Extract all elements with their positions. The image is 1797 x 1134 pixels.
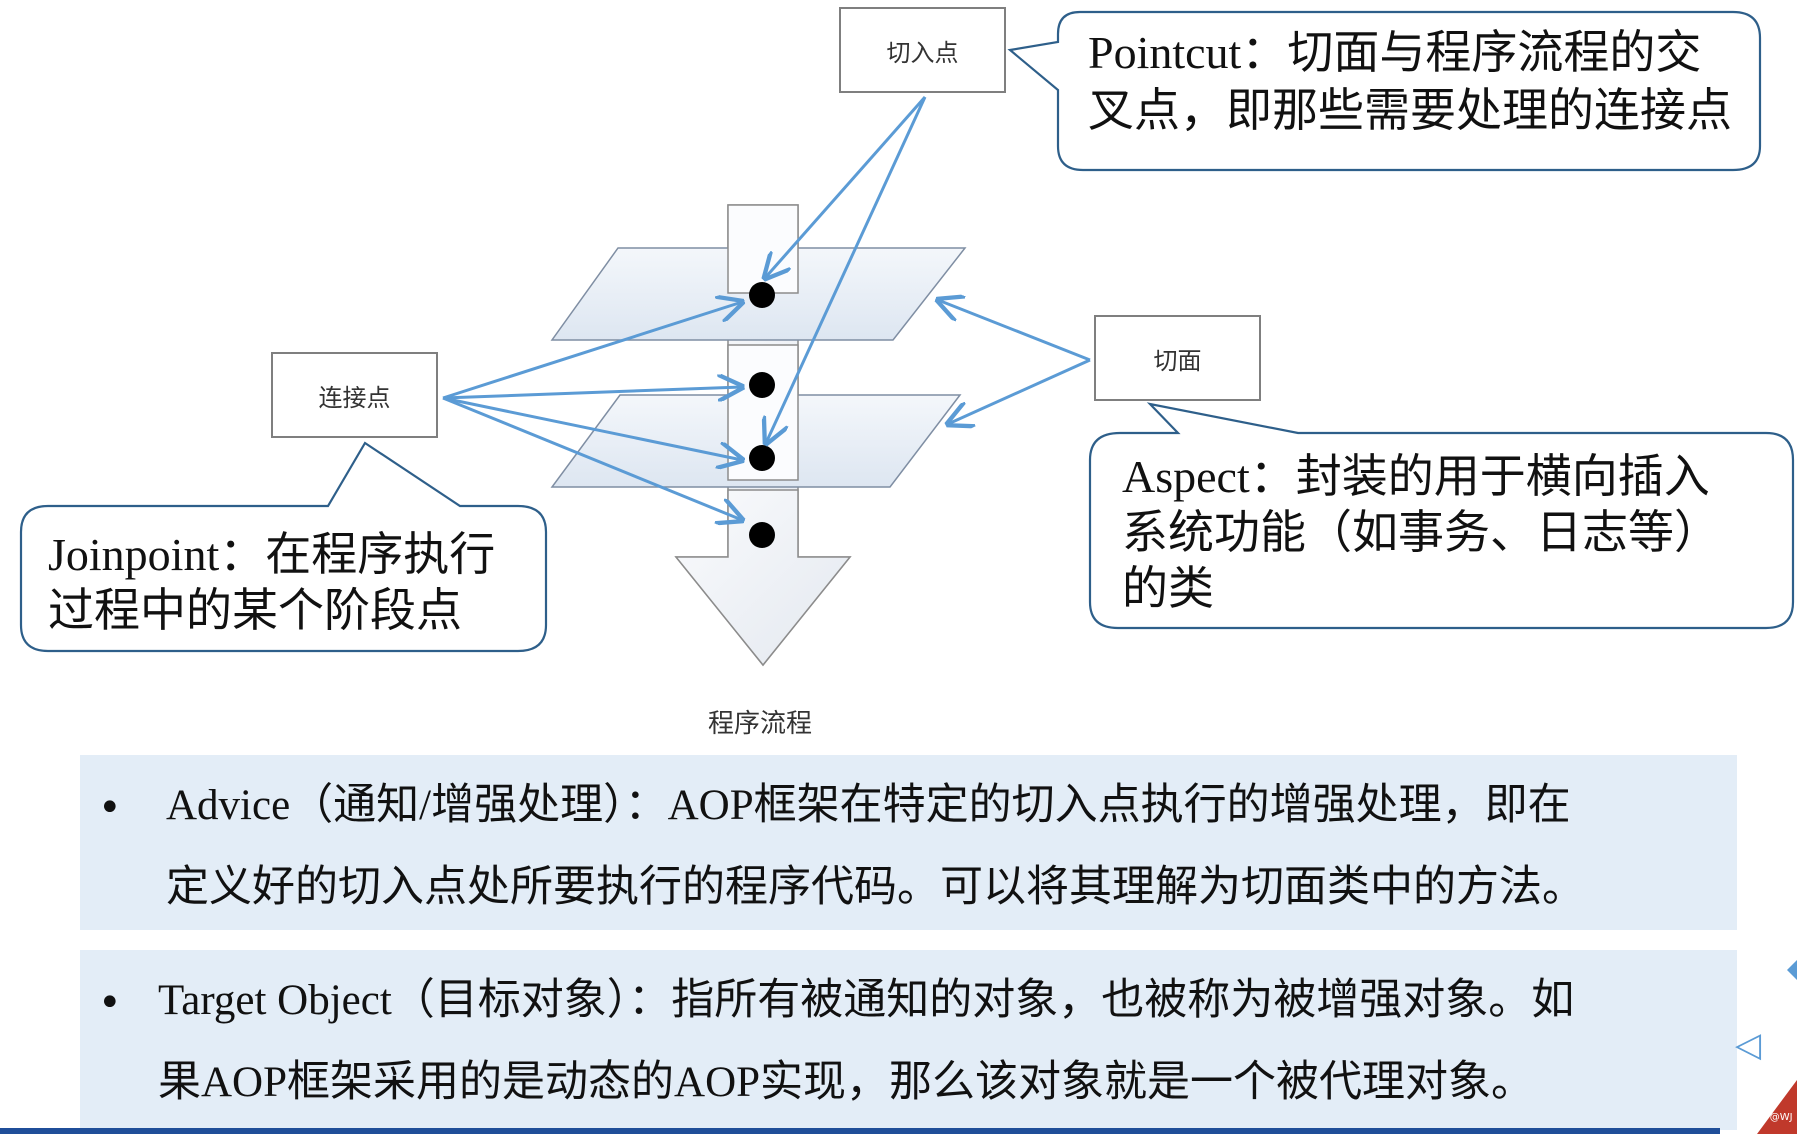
pointcut-box bbox=[839, 7, 1006, 93]
joinpoint-arrow-2 bbox=[442, 387, 742, 398]
join-point-4 bbox=[749, 522, 775, 548]
target-object-definition: • Target Object（目标对象）：指所有被通知的对象，也被称为被增强对… bbox=[80, 950, 1737, 1130]
aspect-arrow-2 bbox=[948, 358, 1091, 424]
watermark: CSDN @WJ bbox=[1738, 1112, 1793, 1123]
aspect-box-label: 切面 bbox=[1153, 346, 1202, 375]
flow-segment-upper bbox=[727, 204, 799, 294]
join-point-3 bbox=[749, 445, 775, 471]
advice-line-1: Advice（通知/增强处理）：AOP框架在特定的切入点执行的增强处理，即在 bbox=[166, 782, 1571, 829]
pointcut-callout-text-1: Pointcut：切面与程序流程的交 bbox=[1088, 27, 1702, 78]
aspect-box bbox=[1094, 315, 1261, 401]
joinpoint-box bbox=[271, 352, 438, 438]
advice-line-2: 定义好的切入点处所要执行的程序代码。可以将其理解为切面类中的方法。 bbox=[166, 864, 1585, 911]
aop-diagram bbox=[19, 7, 1795, 667]
joinpoint-callout-text-1: Joinpoint：在程序执行 bbox=[48, 529, 496, 580]
program-flow-label: 程序流程 bbox=[708, 709, 813, 739]
target-line-1: Target Object（目标对象）：指所有被通知的对象，也被称为被增强对象。… bbox=[158, 977, 1575, 1024]
joinpoint-arrow-1 bbox=[442, 302, 742, 400]
advice-definition: • Advice（通知/增强处理）：AOP框架在特定的切入点执行的增强处理，即在… bbox=[80, 755, 1737, 930]
join-point-1 bbox=[749, 282, 775, 308]
joinpoint-arrow-3 bbox=[442, 396, 742, 460]
joinpoint-callout bbox=[19, 441, 548, 653]
aspect-arrow-1 bbox=[938, 300, 1091, 362]
target-text: Target Object（目标对象）：指所有被通知的对象，也被称为被增强对象。… bbox=[158, 960, 1717, 1124]
aspect-callout bbox=[1088, 402, 1795, 630]
pointcut-box-label: 切入点 bbox=[886, 38, 959, 67]
aspect-callout-text-3: 的类 bbox=[1122, 563, 1214, 614]
join-point-2 bbox=[749, 372, 775, 398]
pointcut-callout-text-2: 叉点，即那些需要处理的连接点 bbox=[1088, 85, 1732, 136]
pointcut-arrow-1 bbox=[765, 96, 927, 278]
target-line-2: 果AOP框架采用的是动态的AOP实现，那么该对象就是一个被代理对象。 bbox=[158, 1059, 1535, 1106]
footer-rule bbox=[0, 1128, 1720, 1134]
corner-decoration bbox=[1757, 960, 1797, 1134]
joinpoint-arrow-4 bbox=[442, 396, 742, 520]
pointcut-arrow-2 bbox=[766, 96, 927, 443]
joinpoint-callout-text-2: 过程中的某个阶段点 bbox=[48, 585, 462, 636]
joinpoint-box-label: 连接点 bbox=[318, 383, 391, 412]
bullet: • bbox=[98, 980, 122, 1026]
flow-segment-lower bbox=[674, 489, 852, 667]
pointcut-callout bbox=[1007, 10, 1762, 172]
aspect-callout-text-2: 系统功能（如事务、日志等） bbox=[1122, 507, 1720, 558]
aspect-callout-text-1: Aspect：封装的用于横向插入 bbox=[1122, 451, 1710, 502]
advice-text: Advice（通知/增强处理）：AOP框架在特定的切入点执行的增强处理，即在 定… bbox=[166, 765, 1717, 929]
bullet: • bbox=[98, 785, 122, 831]
left-triangle-icon[interactable]: ◁ bbox=[1735, 1025, 1762, 1065]
